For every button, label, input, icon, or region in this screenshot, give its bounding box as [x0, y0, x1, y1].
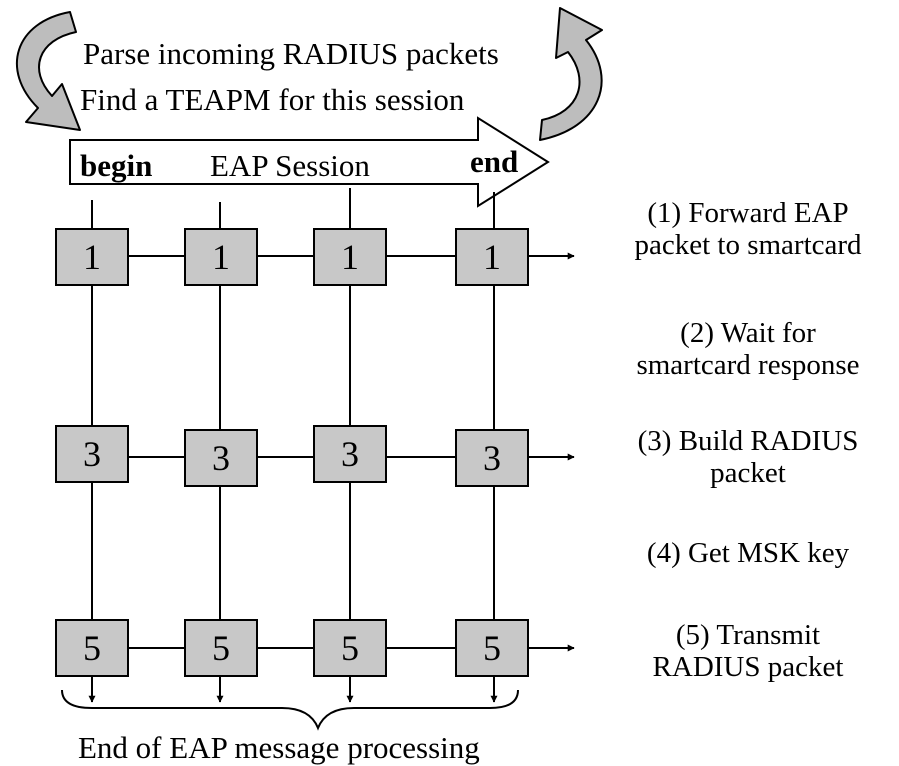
step-1-box: 1: [313, 228, 387, 286]
step-1-box: 1: [184, 228, 258, 286]
eap-session-arrow: [69, 116, 550, 208]
bottom-brace: [61, 689, 519, 731]
step-4-description: (4) Get MSK key: [603, 537, 893, 570]
step-5-box: 5: [313, 619, 387, 677]
step-1-box: 1: [455, 228, 529, 286]
step-5-description: (5) Transmit RADIUS packet: [603, 619, 893, 684]
step-3-box: 3: [55, 425, 129, 483]
step-1-box: 1: [55, 228, 129, 286]
session-end-label: end: [470, 144, 519, 179]
step-1-description: (1) Forward EAP packet to smartcard: [603, 197, 893, 262]
step-3-box: 3: [455, 429, 529, 487]
step-5-box: 5: [55, 619, 129, 677]
step-5-line-2: RADIUS packet: [652, 650, 844, 683]
step-2-line-2: smartcard response: [636, 348, 860, 381]
session-title: EAP Session: [210, 148, 370, 183]
step-1-line-2: packet to smartcard: [634, 228, 862, 261]
column-lines: [91, 188, 495, 620]
step-3-box: 3: [184, 429, 258, 487]
header-line-1: Parse incoming RADIUS packets: [83, 36, 499, 71]
footer-caption: End of EAP message processing: [78, 730, 480, 765]
step-2-description: (2) Wait for smartcard response: [603, 317, 893, 382]
down-arrows: [88, 676, 498, 703]
step-3-line-1: (3) Build RADIUS: [637, 425, 859, 457]
header-line-2: Find a TEAPM for this session: [80, 82, 465, 117]
step-5-box: 5: [184, 619, 258, 677]
step-2-line-1: (2) Wait for: [680, 317, 816, 349]
step-4-line-1: (4) Get MSK key: [646, 537, 850, 569]
step-3-description: (3) Build RADIUS packet: [603, 425, 893, 490]
step-3-box: 3: [313, 425, 387, 483]
step-1-line-1: (1) Forward EAP: [647, 197, 849, 229]
step-5-line-1: (5) Transmit: [675, 619, 821, 651]
step-5-box: 5: [455, 619, 529, 677]
right-loop-arrow-icon: [539, 7, 603, 141]
left-loop-arrow-icon: [15, 11, 81, 131]
session-begin-label: begin: [80, 148, 153, 183]
step-3-line-2: packet: [710, 456, 786, 489]
